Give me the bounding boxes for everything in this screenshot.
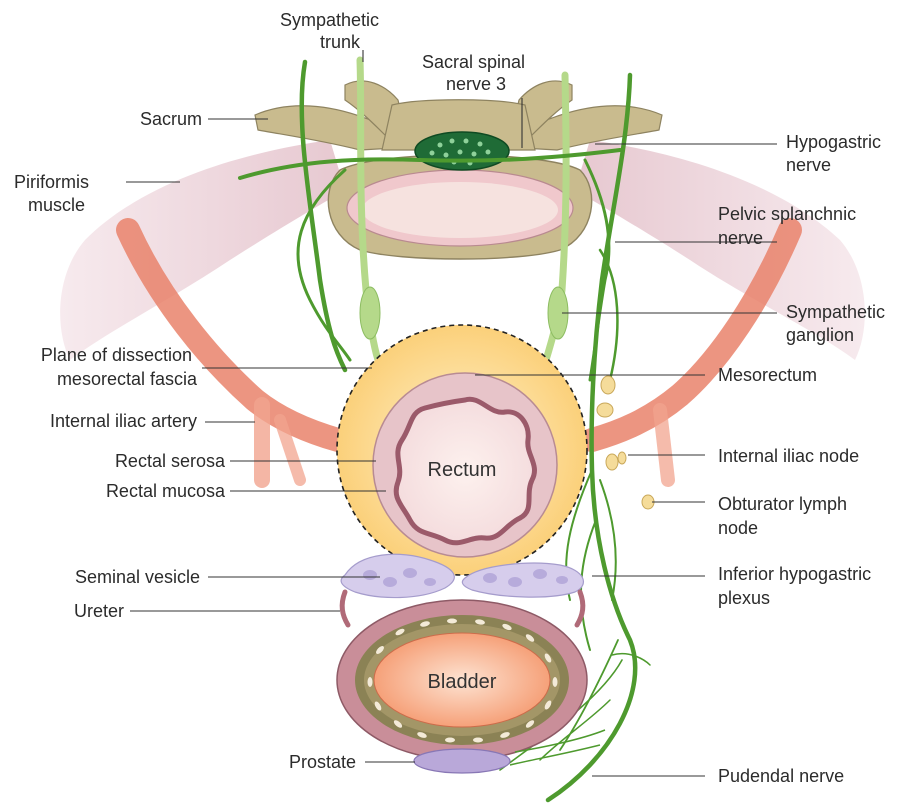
label-sacral-spinal-nerve: Sacral spinal nerve 3 xyxy=(422,52,530,94)
label-sacrum: Sacrum xyxy=(140,109,202,129)
label-internal-iliac-node: Internal iliac node xyxy=(718,446,859,466)
label-mesorectum: Mesorectum xyxy=(718,365,817,385)
label-internal-iliac-artery: Internal iliac artery xyxy=(50,411,197,431)
label-inferior-hypogastric-plexus: Inferior hypogastric plexus xyxy=(718,564,876,608)
label-hypogastric-nerve: Hypogastric nerve xyxy=(786,132,886,175)
label-plane-of-dissection: Plane of dissection mesorectal fascia xyxy=(41,345,198,389)
label-prostate: Prostate xyxy=(289,752,356,772)
organ-bladder-label: Bladder xyxy=(428,671,497,693)
sacral-spinal-nerve xyxy=(415,132,509,170)
label-rectal-serosa: Rectal serosa xyxy=(115,451,226,471)
label-sympathetic-trunk: Sympathetic trunk xyxy=(280,10,384,52)
label-obturator-lymph-node: Obturator lymph node xyxy=(718,494,852,538)
label-seminal-vesicle: Seminal vesicle xyxy=(75,567,200,587)
prostate xyxy=(414,749,510,773)
piriformis-muscle-left xyxy=(60,140,345,360)
label-pudendal-nerve: Pudendal nerve xyxy=(718,766,844,786)
label-rectal-mucosa: Rectal mucosa xyxy=(106,481,226,501)
label-piriformis-muscle: Piriformis muscle xyxy=(14,172,94,215)
organ-rectum-label: Rectum xyxy=(428,459,497,481)
label-ureter: Ureter xyxy=(74,601,124,621)
internal-iliac-artery-right xyxy=(592,230,790,480)
